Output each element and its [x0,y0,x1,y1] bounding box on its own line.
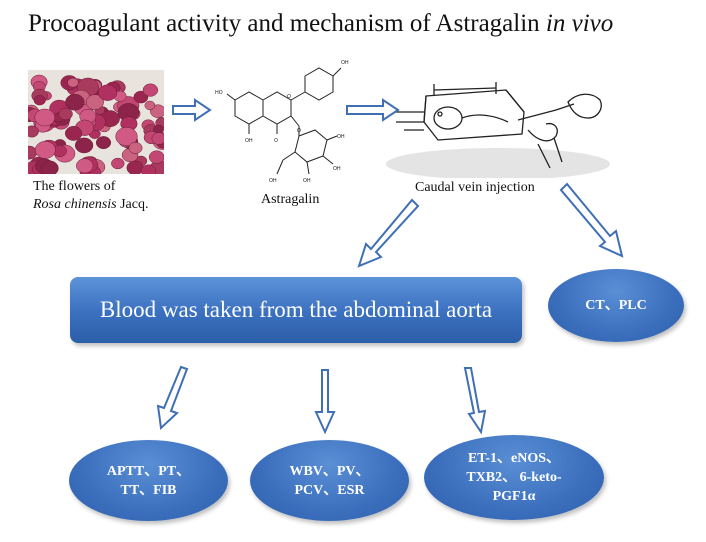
figure-title: Procoagulant activity and mechanism of A… [28,10,613,38]
rose-flowers-photo [28,70,164,174]
struct-label-7: OH [333,166,341,172]
rheo-line1: WBV、PV、 [289,463,370,479]
struct-label-9: OH [269,178,277,184]
struct-label-1: HO [215,90,223,96]
rose-bud [111,157,125,170]
endo-line1: ET-1、eNOS、 [467,451,561,466]
flowers-caption-line1: The flowers of [33,179,116,194]
arrow-injection-to-ctplc [559,182,624,258]
ct-plc-label: CT、PLC [585,298,647,313]
rose-bud [115,127,138,146]
rose-bud [148,150,164,164]
struct-label-6: OH [337,134,345,140]
rose-bud [34,108,56,127]
arrow-compound-to-injection [346,98,400,122]
rose-bud [95,136,112,150]
struct-label-0: OH [341,60,349,66]
arrow-injection-to-blood [357,198,420,268]
rose-bud [85,94,104,110]
rheology-ellipse: WBV、PV、 PCV、ESR [250,440,409,521]
struct-label-8: OH [303,178,311,184]
struct-label-4: O [274,138,278,144]
rose-bud [128,141,143,154]
rose-bud [33,95,46,106]
rose-bud [74,137,94,154]
rose-bud [65,93,85,111]
flowers-caption: The flowers of Rosa chinensis Jacq. [33,178,149,214]
rose-bud [28,125,39,138]
rose-bud [64,126,83,141]
endo-line3: PGF1α [492,489,536,504]
rose-bud [40,160,59,174]
arrow-photo-to-compound [172,98,212,122]
rose-buds-image [28,70,164,174]
arrow-blood-to-endo [463,367,487,435]
title-italic: in vivo [545,10,614,37]
rose-bud [144,100,156,111]
injection-caption: Caudal vein injection [415,180,535,195]
astragalin-caption: Astragalin [261,192,320,207]
rheo-line2: PCV、ESR [294,482,365,498]
endo-line2: TXB2、 6-keto- [466,470,562,485]
rose-bud [58,107,73,121]
rose-bud [67,77,79,88]
rose-bud [76,158,94,174]
struct-label-5: O [297,128,301,134]
arrow-blood-to-rheo [314,369,336,435]
arrow-blood-to-coag [156,365,189,431]
coagulation-ellipse: APTT、PT、 TT、FIB [69,440,228,521]
rose-bud [98,84,118,101]
injection-illustration [386,82,610,178]
struct-label-2: O [287,94,291,100]
endothelial-ellipse: ET-1、eNOS、 TXB2、 6-keto- PGF1α [424,435,604,520]
rose-bud [141,164,157,174]
title-text: Procoagulant activity and mechanism of A… [28,10,540,37]
ct-plc-ellipse: CT、PLC [548,269,684,342]
rose-bud [142,83,159,97]
flowers-caption-line2: Rosa chinensis Jacq. [33,196,149,214]
struct-label-3: OH [245,138,253,144]
blood-sampling-box: Blood was taken from the abdominal aorta [70,277,522,343]
flowers-species: Rosa chinensis [33,197,117,212]
rose-bud [151,132,164,145]
coag-line1: APTT、PT、 [106,463,191,479]
flowers-author: Jacq. [120,197,149,212]
coag-line2: TT、FIB [120,482,177,498]
astragalin-structure: OH HO O OH O O OH OH OH OH [215,60,349,184]
rose-bud [34,141,56,159]
